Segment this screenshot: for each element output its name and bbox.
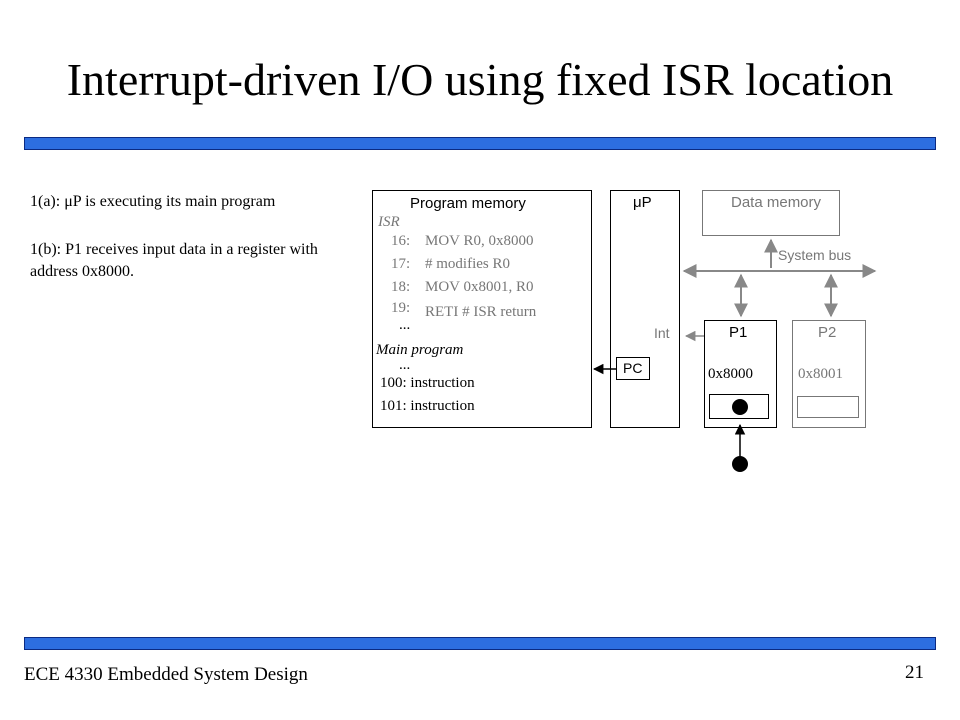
- p2-label: P2: [818, 324, 837, 341]
- program-counter-label: PC: [623, 360, 643, 376]
- isr-line-code: MOV 0x8001, R0: [425, 279, 534, 295]
- p2-address: 0x8001: [798, 366, 843, 382]
- isr-line-addr: 18:: [391, 279, 411, 295]
- p1-register: [709, 394, 769, 419]
- input-data-dot: [732, 456, 748, 472]
- main-line: 100: instruction: [380, 375, 475, 391]
- peripheral-p2-box: [792, 320, 866, 428]
- isr-line-addr: 16:: [391, 233, 411, 249]
- footer-divider-bar: [24, 637, 936, 650]
- isr-heading: ISR: [378, 214, 400, 230]
- title-divider-bar: [24, 137, 936, 150]
- isr-line-code: # modifies R0: [425, 256, 510, 272]
- data-memory-label: Data memory: [731, 194, 822, 211]
- step-1b-text: 1(b): P1 receives input data in a regist…: [30, 241, 318, 280]
- footer-course-title: ECE 4330 Embedded System Design: [24, 664, 308, 685]
- program-counter-box: [616, 357, 650, 380]
- microprocessor-label: μP: [633, 194, 652, 211]
- isr-line-addr: 17:: [391, 256, 411, 272]
- data-memory-box: [702, 190, 840, 236]
- program-memory-box: [372, 190, 592, 428]
- page-number: 21: [905, 662, 924, 683]
- step-1a-text: 1(a): μP is executing its main program: [30, 193, 276, 210]
- p2-register: [797, 396, 859, 418]
- p1-register-data-dot: [732, 399, 748, 415]
- p1-label: P1: [729, 324, 748, 341]
- main-ellipsis: ...: [399, 357, 411, 373]
- p1-address: 0x8000: [708, 366, 753, 382]
- isr-line-code: MOV R0, 0x8000: [425, 233, 534, 249]
- slide-title: Interrupt-driven I/O using fixed ISR loc…: [66, 54, 894, 105]
- isr-line-code: RETI # ISR return: [425, 304, 537, 320]
- main-line: 101: instruction: [380, 398, 475, 414]
- isr-line-addr: 19:: [391, 300, 411, 316]
- interrupt-label: Int: [654, 325, 670, 341]
- system-bus-label: System bus: [778, 247, 852, 263]
- program-memory-label: Program memory: [410, 195, 526, 212]
- main-program-heading: Main program: [376, 342, 464, 358]
- microprocessor-box: [610, 190, 680, 428]
- isr-ellipsis: ...: [399, 317, 411, 333]
